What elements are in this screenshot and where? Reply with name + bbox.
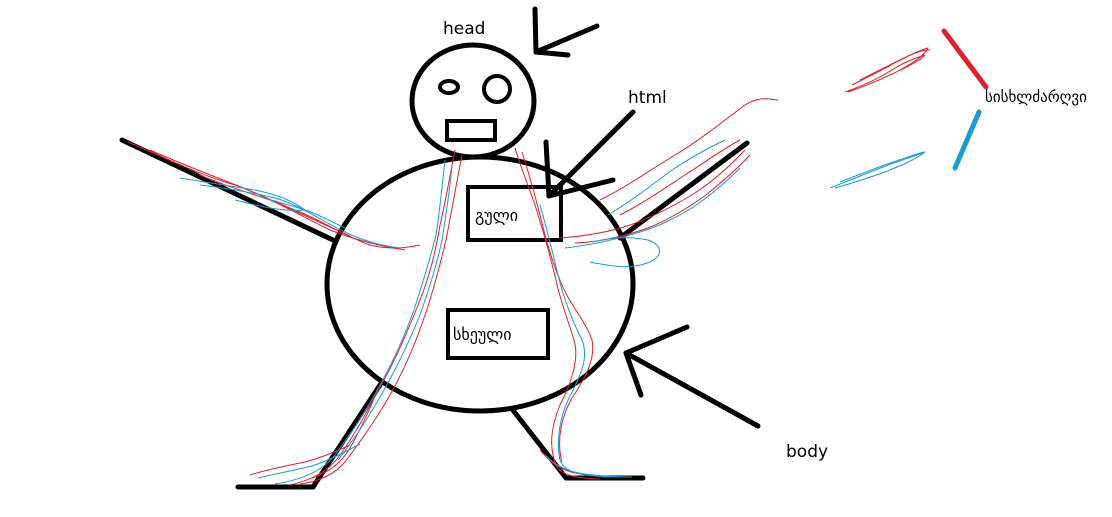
figure-left-leg — [310, 382, 383, 490]
figure-right-arm — [617, 140, 750, 241]
head-arrow — [532, 6, 600, 58]
body-box — [446, 308, 550, 360]
red-vessels — [127, 47, 931, 486]
label-body-box: სხეული — [453, 325, 512, 344]
vessel-legend-strokes — [941, 28, 989, 171]
label-heart: გული — [475, 206, 518, 225]
figure-body — [324, 154, 636, 414]
figure-left-eye — [438, 79, 460, 95]
figure-left-arm — [119, 137, 336, 243]
blue-legend-line — [952, 109, 982, 171]
html-arrow — [543, 109, 636, 199]
label-html: html — [628, 88, 667, 108]
label-body: body — [786, 442, 828, 462]
body-arrow — [623, 324, 761, 429]
heart-box — [466, 185, 563, 242]
arrows — [532, 6, 761, 429]
label-blood-vessels: სისხლძარღვი — [985, 88, 1087, 106]
figure-right-eye — [482, 74, 512, 104]
stick-figure — [119, 42, 750, 490]
red-legend-line — [941, 28, 989, 90]
figure-mouth — [445, 119, 497, 142]
label-head: head — [443, 19, 485, 39]
blue-vessels — [179, 139, 926, 485]
